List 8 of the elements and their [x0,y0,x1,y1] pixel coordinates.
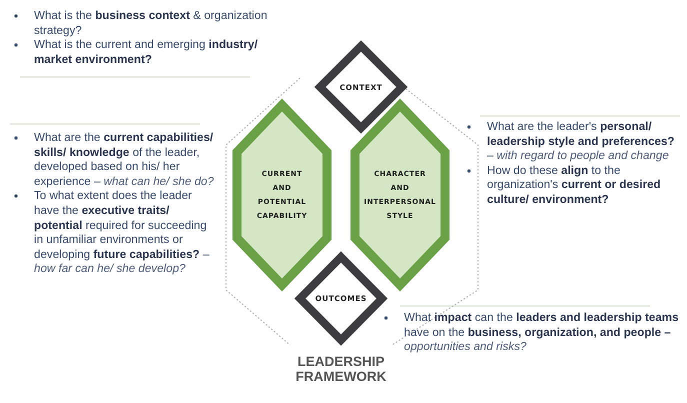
question-text: What are the leader's personal/ leadership style and preferences? – with regard to people and change [487,120,682,164]
question-text: What is the business context & organization strategy? [34,9,292,38]
question-text: What are the current capabilities/ skills/ knowledge of the leader, developed based on his/ her experience – what can he/ she do? [34,131,216,190]
framework-title: LEADERSHIP FRAMEWORK [294,354,388,384]
question-text: How do these align to the organization's current or desired culture/ environment? [487,164,682,208]
question-text: What impact can the leaders and leadership teams have on the business, organization, and people – opportunities and risks? [404,311,684,355]
question-text: To what extent does the leader have the executive traits/ potential required for succeeding in unfamiliar environments or developing future capabilities? – how far can he/ she develop? [34,189,216,277]
question-text: What is the current and emerging industry/ market environment? [34,38,292,68]
